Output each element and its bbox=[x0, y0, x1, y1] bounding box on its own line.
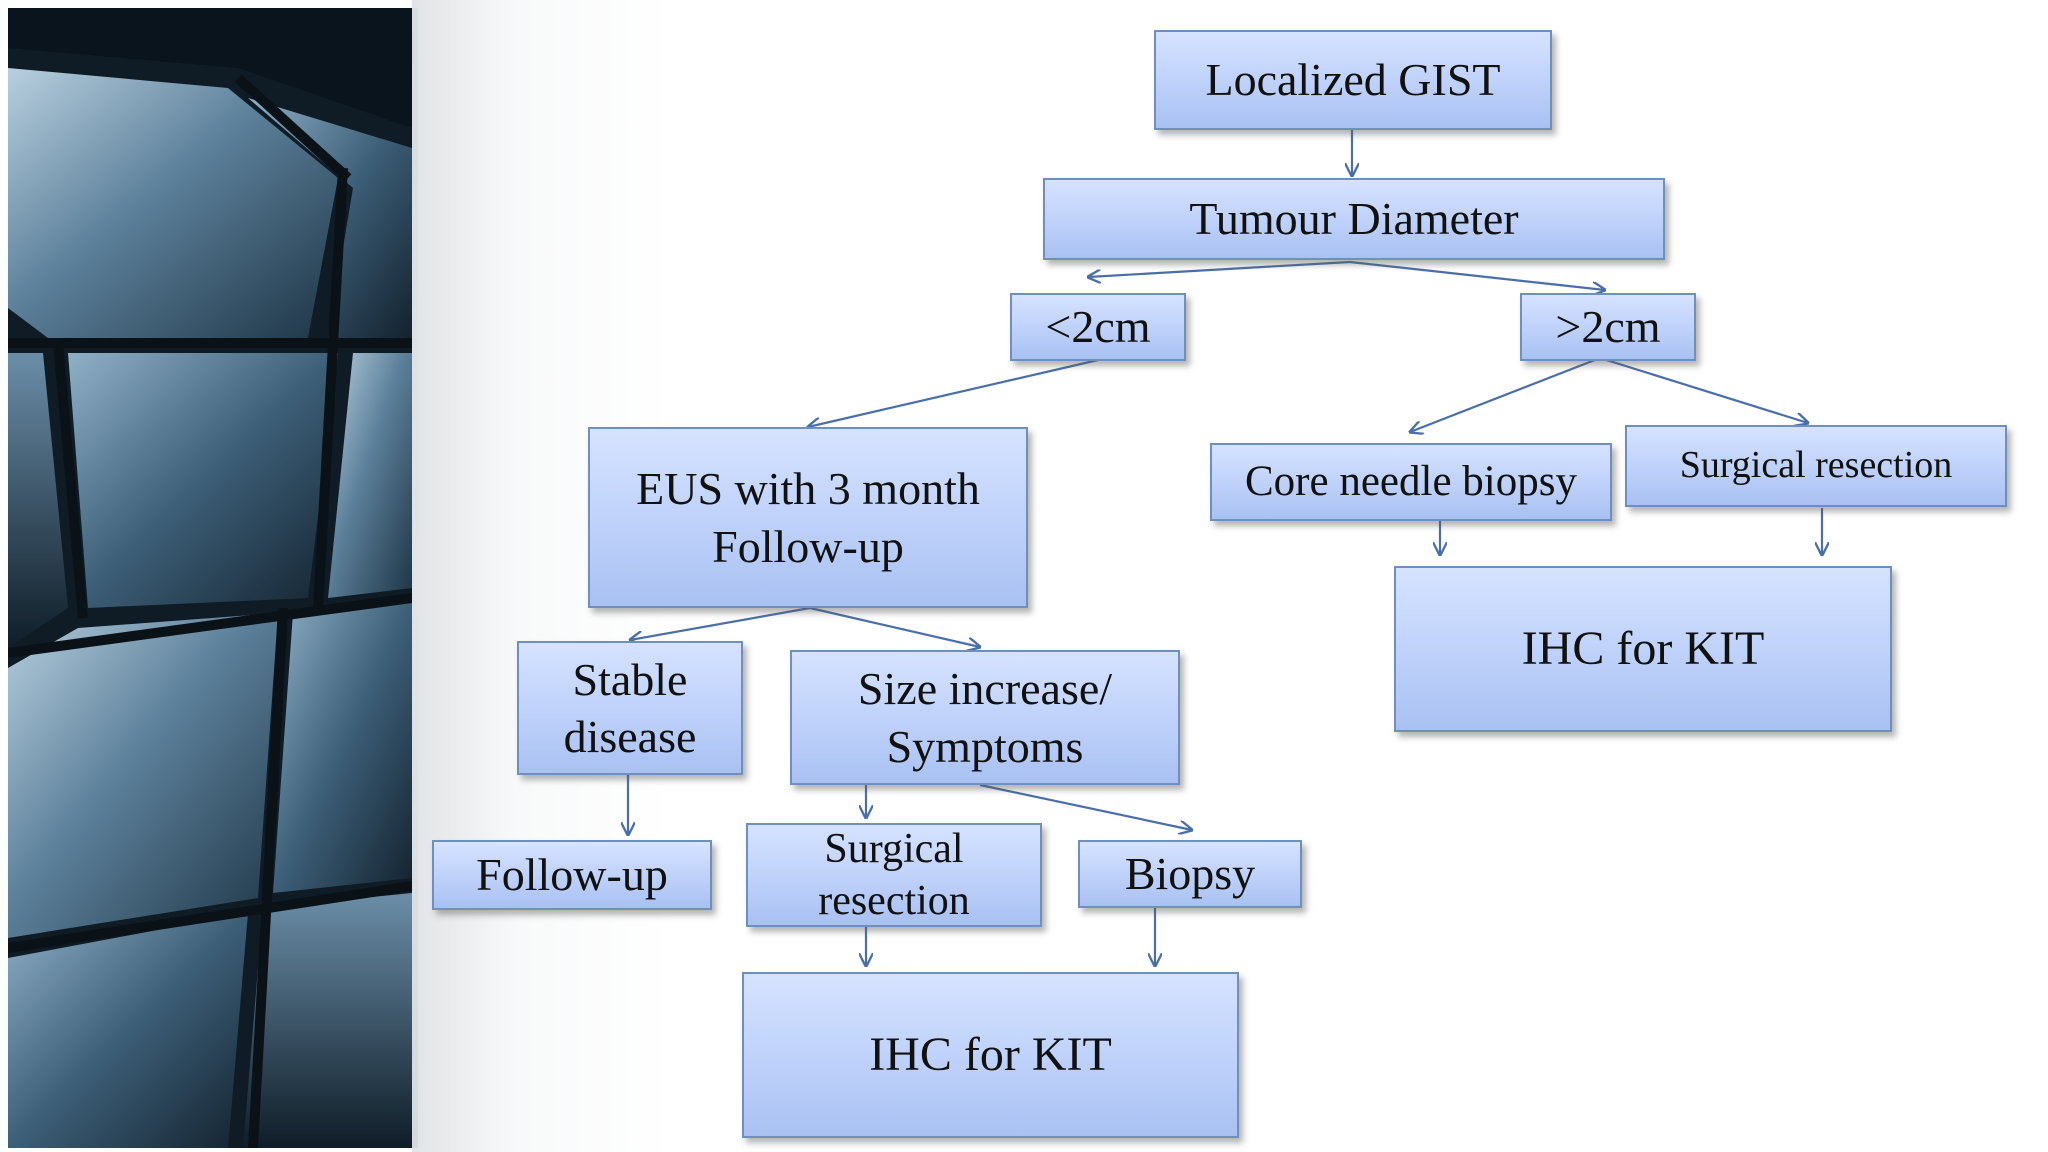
node-gt-2cm: >2cm bbox=[1520, 293, 1696, 361]
node-eus-followup: EUS with 3 month Follow-up bbox=[588, 427, 1028, 608]
decorative-tile-panel bbox=[8, 8, 412, 1148]
decorative-tiles-graphic bbox=[8, 8, 412, 1148]
node-size-increase-label: Size increase/ Symptoms bbox=[857, 663, 1113, 772]
arrow-diameter-to-gt2cm bbox=[1349, 260, 1605, 290]
arrow-gt2cm-to-surgical-right bbox=[1599, 356, 1808, 423]
node-ihc-kit-right: IHC for KIT bbox=[1394, 566, 1892, 732]
node-core-needle-biopsy-label: Core needle biopsy bbox=[1245, 458, 1577, 506]
node-localized-gist-label: Localized GIST bbox=[1205, 54, 1501, 106]
node-follow-up: Follow-up bbox=[432, 840, 712, 910]
node-core-needle-biopsy: Core needle biopsy bbox=[1210, 443, 1612, 521]
node-ihc-kit-right-label: IHC for KIT bbox=[1521, 622, 1765, 675]
arrow-eus-to-size-increase bbox=[809, 606, 980, 647]
node-tumour-diameter-label: Tumour Diameter bbox=[1189, 193, 1519, 245]
arrow-gt2cm-to-core-biopsy bbox=[1410, 356, 1601, 432]
node-size-increase: Size increase/ Symptoms bbox=[790, 650, 1180, 785]
node-surgical-resection-left-label: Surgical resection bbox=[818, 825, 970, 925]
node-lt-2cm: <2cm bbox=[1010, 293, 1186, 361]
node-ihc-kit-left: IHC for KIT bbox=[742, 972, 1239, 1138]
node-biopsy: Biopsy bbox=[1078, 840, 1302, 908]
node-localized-gist: Localized GIST bbox=[1154, 30, 1552, 130]
node-biopsy-label: Biopsy bbox=[1124, 848, 1256, 900]
arrow-diameter-to-lt2cm bbox=[1088, 260, 1351, 277]
node-ihc-kit-left-label: IHC for KIT bbox=[869, 1028, 1112, 1081]
node-lt-2cm-label: <2cm bbox=[1045, 301, 1151, 353]
node-surgical-resection-right: Surgical resection bbox=[1625, 425, 2007, 507]
node-gt-2cm-label: >2cm bbox=[1555, 301, 1661, 353]
arrow-lt2cm-to-eus bbox=[808, 358, 1099, 427]
node-tumour-diameter: Tumour Diameter bbox=[1043, 178, 1665, 260]
node-surgical-resection-left: Surgical resection bbox=[746, 823, 1042, 927]
node-follow-up-label: Follow-up bbox=[476, 849, 668, 901]
node-stable-disease-label: Stable disease bbox=[563, 653, 697, 763]
node-eus-followup-label: EUS with 3 month Follow-up bbox=[636, 463, 980, 572]
node-stable-disease: Stable disease bbox=[517, 641, 743, 775]
node-surgical-resection-right-label: Surgical resection bbox=[1679, 444, 1953, 487]
